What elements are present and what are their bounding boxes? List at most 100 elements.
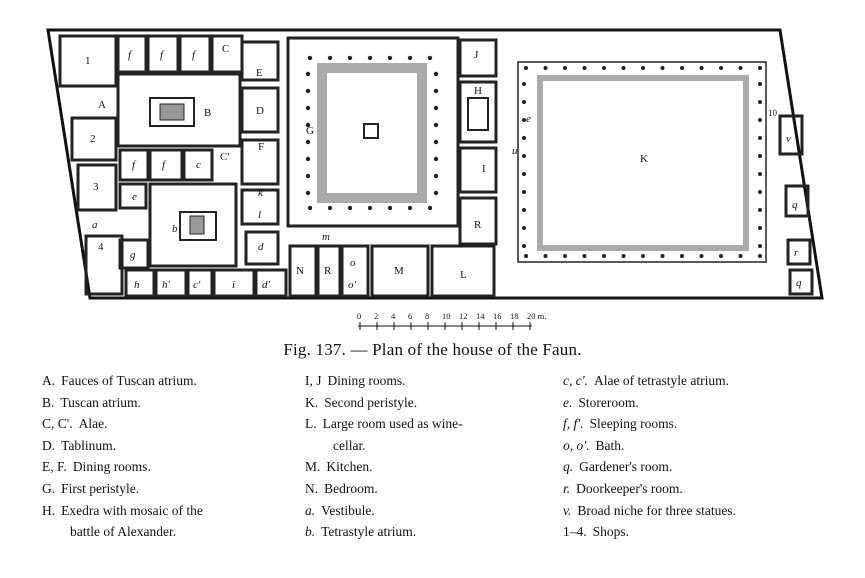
column [433, 71, 439, 77]
legend-item: c, c'.Alae of tetrastyle atrium. [563, 370, 863, 392]
label-bedroom-n: N [296, 265, 304, 277]
label-sleeping-f2: f [162, 159, 167, 171]
legend-item: A.Fauces of Tuscan atrium. [42, 370, 302, 392]
legend-key: q. [563, 459, 574, 475]
label-room-g: g [130, 249, 136, 261]
legend-text: Storeroom. [578, 394, 639, 410]
legend-text: Tablinum. [61, 437, 117, 453]
legend-item: v.Broad niche for three statues. [563, 500, 863, 522]
column [327, 205, 333, 211]
column [680, 254, 684, 258]
legend-key: G. [42, 480, 56, 496]
label-second-peristyle: K [640, 153, 648, 165]
label-storeroom: e [132, 191, 137, 203]
column [367, 205, 373, 211]
column [758, 136, 762, 140]
scale-tick-label: 18 [510, 311, 519, 321]
legend-key: M. [305, 459, 321, 475]
legend-item: b.Tetrastyle atrium. [305, 521, 555, 543]
column [305, 156, 311, 162]
column [522, 136, 526, 140]
column [680, 66, 684, 70]
scale-tick-label: 8 [425, 311, 429, 321]
label-shop-i: i [232, 279, 235, 291]
column [621, 66, 626, 70]
legend-item: r.Doorkeeper's room. [563, 478, 863, 500]
right-rooms [778, 114, 814, 296]
legend-key: A. [42, 373, 56, 388]
scale-tick-label: 16 [493, 311, 502, 321]
exedra-area [458, 38, 498, 246]
column [582, 66, 587, 70]
label-ala-c-prime: C' [220, 151, 229, 163]
label-shop-d-prime: d' [262, 279, 271, 291]
column [522, 226, 526, 230]
column [427, 55, 433, 61]
column [433, 139, 439, 145]
label-ala-c: C [222, 43, 229, 55]
column [522, 208, 526, 212]
legend-item: G.First peristyle. [42, 478, 302, 500]
scale-tick-label: 4 [391, 311, 396, 321]
label-room-10: 10 [768, 108, 778, 118]
figure-caption: Fig. 137. — Plan of the house of the Fau… [283, 340, 582, 359]
first-peristyle [286, 36, 460, 228]
column [582, 254, 587, 258]
floor-plan: 1 A 2 3 a 4 f f f C B E D F C' k l d c f… [46, 28, 824, 330]
legend-key: N. [305, 480, 319, 496]
column [305, 105, 311, 111]
column [305, 122, 311, 128]
legend-text: Alae. [78, 416, 108, 432]
scale-tick-label: 2 [374, 311, 378, 321]
legend-item: M.Kitchen. [305, 456, 555, 478]
column [347, 205, 353, 211]
column [699, 66, 704, 70]
column [307, 205, 313, 211]
legend-key: C, C'. [42, 416, 73, 432]
column [524, 66, 528, 70]
legend-text-continued: battle of Alexander. [70, 524, 177, 540]
legend-key: r. [563, 480, 571, 496]
column [327, 55, 333, 61]
column [387, 55, 393, 61]
column [543, 66, 548, 70]
second-peristyle [517, 61, 767, 263]
legend-item: C, C'. Alae. [42, 413, 302, 435]
column [433, 122, 439, 128]
column [524, 254, 528, 258]
legend-key: a. [305, 502, 316, 518]
legend-key: v. [563, 502, 572, 518]
label-sleeping-f3: f [132, 159, 137, 171]
column [522, 190, 526, 194]
column [387, 205, 393, 211]
column [758, 82, 762, 86]
label-ala-c-small: c [196, 159, 201, 171]
label-room-R2: R [474, 219, 482, 231]
legend-text: Bath. [595, 437, 625, 453]
legend-text: Shops. [592, 524, 630, 540]
legend-text: Second peristyle. [324, 394, 418, 410]
legend-text: Exedra with mosaic of the [61, 502, 203, 518]
legend-key: H. [42, 502, 56, 518]
column [543, 254, 548, 258]
legend-text: Sleeping rooms. [589, 416, 678, 432]
label-tuscan-atrium: B [204, 107, 211, 119]
column [758, 118, 762, 122]
label-bath-o: o [350, 257, 356, 269]
column [522, 82, 526, 86]
legend-key: D. [42, 437, 56, 453]
legend-item: K.Second peristyle. [305, 392, 555, 414]
label-bath-o-prime: o' [348, 279, 357, 291]
tuscan-atrium [116, 72, 242, 148]
column [433, 105, 439, 111]
column [719, 66, 723, 70]
column [433, 173, 439, 179]
scale-tick-label: 6 [408, 311, 412, 321]
label-shop-3: 3 [93, 181, 99, 193]
label-tablinum: D [256, 105, 264, 117]
column [305, 190, 311, 196]
legend-item: N.Bedroom. [305, 478, 555, 500]
label-doorkeeper: r [794, 247, 799, 259]
